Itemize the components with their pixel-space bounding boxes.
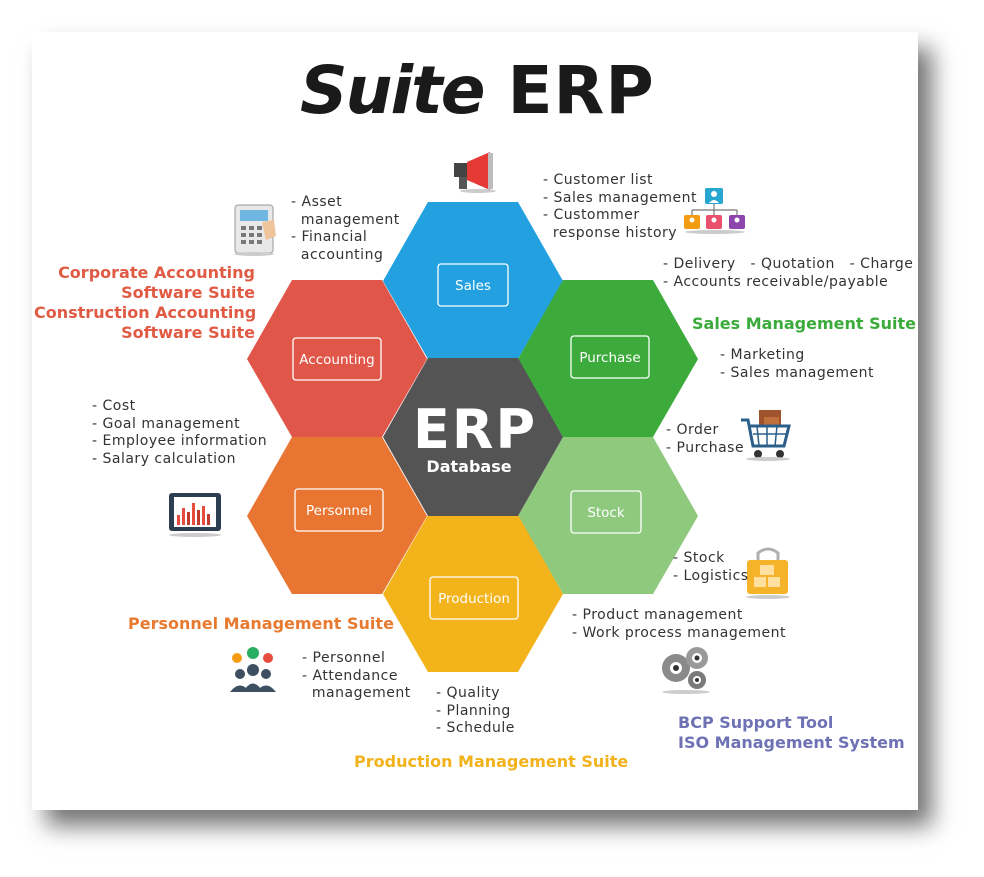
- production-right-list: - Product management - Work process mana…: [572, 607, 786, 641]
- personnel-top-list: - Cost - Goal management - Employee info…: [92, 398, 268, 467]
- page-title: Suite ERP: [300, 52, 655, 129]
- personnel-bottom-list: - Personnel - Attendance management: [302, 650, 411, 701]
- center-label: ERP: [413, 398, 537, 461]
- title-word-erp: ERP: [507, 52, 655, 129]
- team-icon: [230, 647, 276, 692]
- megaphone-icon: [454, 152, 496, 193]
- hex-accounting: [247, 280, 427, 437]
- purchase-label-box: [570, 335, 650, 379]
- hex-stock: [518, 437, 698, 594]
- hex-purchase: [518, 280, 698, 437]
- module-stock: Stock: [587, 505, 625, 521]
- hex-center: [383, 358, 563, 516]
- calculator-icon: [234, 204, 276, 256]
- module-sales: Sales: [455, 278, 491, 294]
- org-chart-icon: [684, 188, 745, 234]
- stock-label-box: [570, 490, 642, 534]
- box-stack-icon: [746, 547, 790, 599]
- hex-personnel: [247, 437, 427, 594]
- purchase-side-list: - Marketing - Sales management: [720, 347, 874, 381]
- title-word-suite: Suite: [300, 52, 485, 129]
- accounting-label-box: [292, 337, 382, 381]
- production-label-box: [429, 576, 519, 620]
- sales-management-suite: Sales Management Suite: [692, 314, 916, 333]
- stock-list: - Stock - Logistics: [673, 550, 749, 584]
- sales-label-box: [437, 263, 509, 307]
- sales-list: - Customer list - Sales management - Cus…: [543, 172, 697, 241]
- accounting-top-list: - Asset management - Financial accountin…: [291, 194, 400, 263]
- production-management-suite: Production Management Suite: [354, 752, 629, 771]
- module-purchase: Purchase: [579, 350, 640, 366]
- module-personnel: Personnel: [306, 503, 372, 519]
- center-sublabel: Database: [426, 457, 511, 476]
- module-production: Production: [438, 591, 510, 607]
- production-bottom-list: - Quality - Planning - Schedule: [436, 685, 515, 736]
- corporate-accounting-suite: Corporate Accounting Software Suite Cons…: [34, 263, 257, 342]
- hex-production: [383, 515, 563, 672]
- module-accounting: Accounting: [299, 352, 374, 368]
- hex-sales: [383, 202, 563, 359]
- bcp-iso-suite: BCP Support Tool ISO Management System: [678, 713, 905, 752]
- shopping-cart-icon: [741, 410, 791, 461]
- order-list: - Order - Purchase: [666, 422, 745, 456]
- personnel-label-box: [294, 488, 384, 532]
- gears-icon: [662, 647, 710, 694]
- purchase-top-list: - Delivery - Quotation - Charge - Accoun…: [663, 256, 914, 290]
- tablet-chart-icon: [169, 493, 221, 537]
- personnel-management-suite: Personnel Management Suite: [128, 614, 394, 633]
